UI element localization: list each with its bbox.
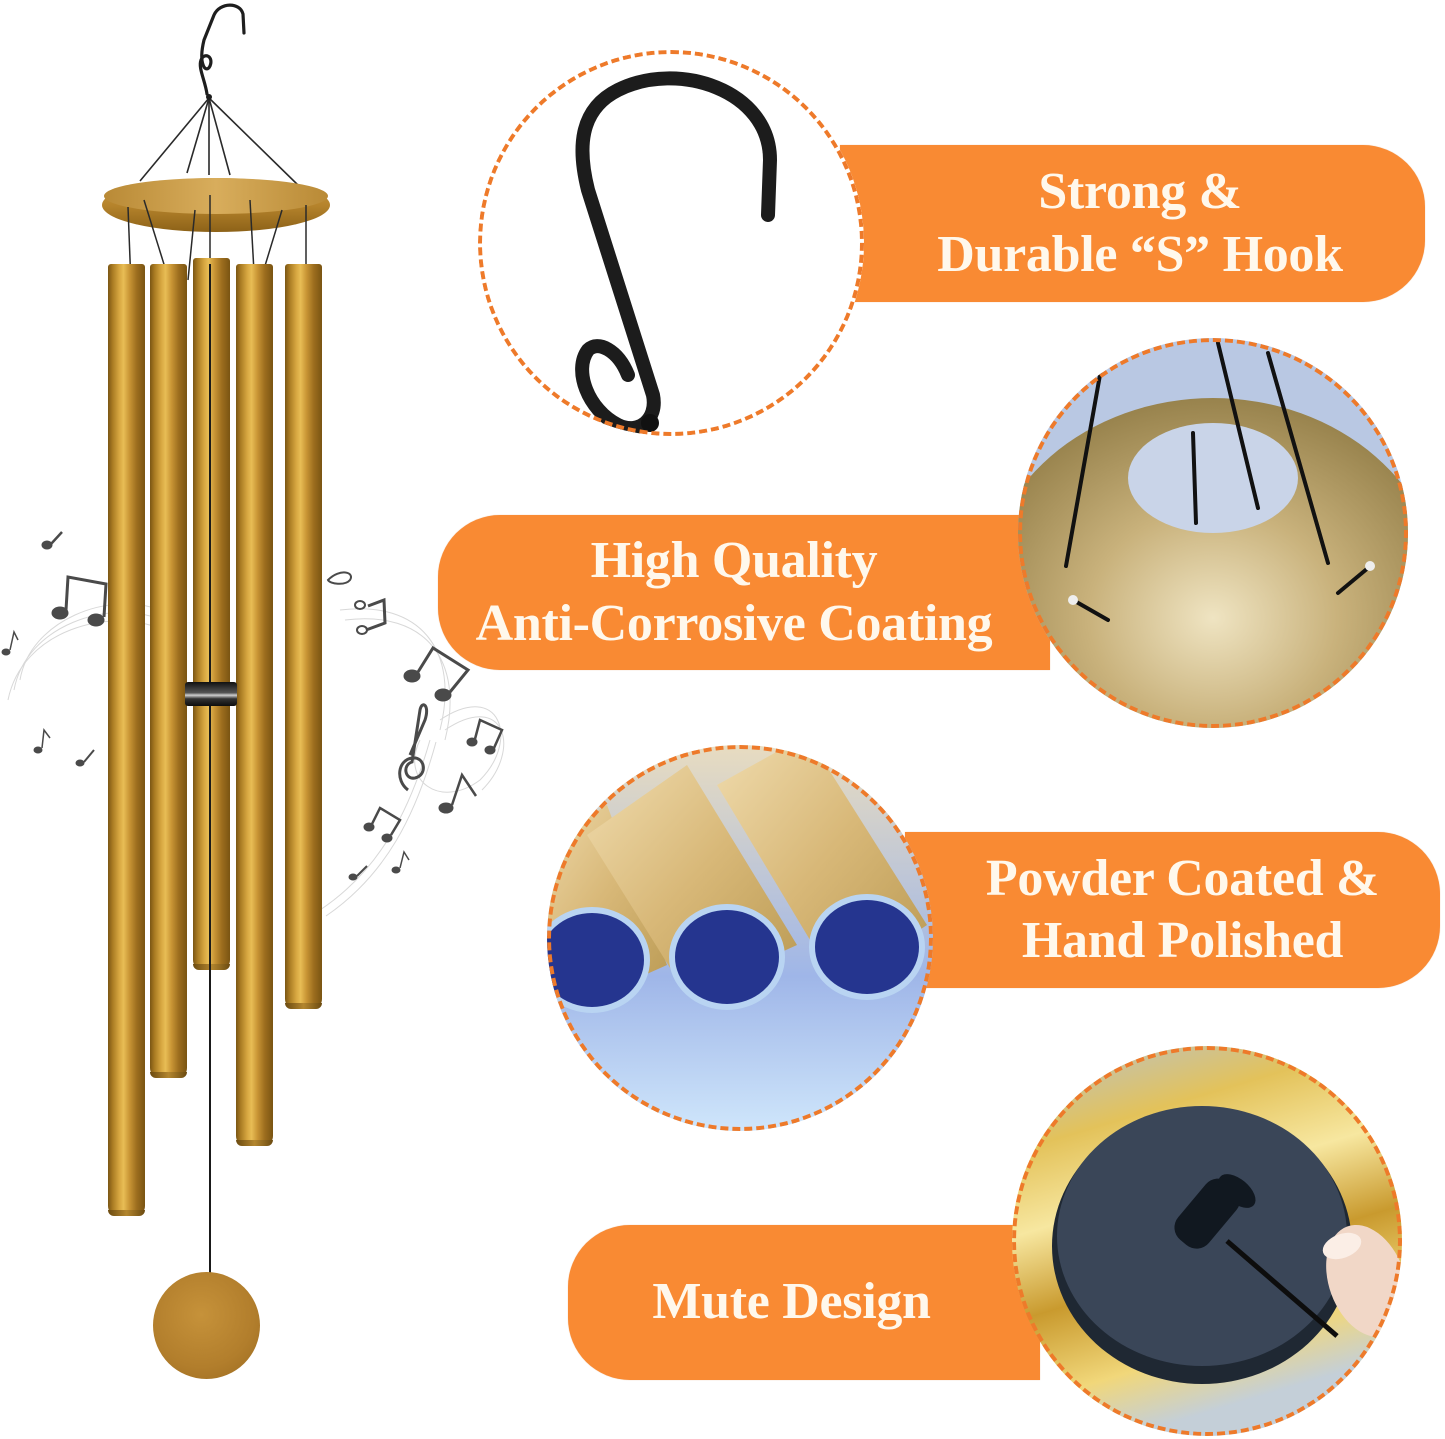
dashed-ring	[547, 745, 933, 1131]
wind-sail-weight	[153, 1272, 260, 1379]
feature-image-s-hook	[478, 50, 864, 436]
feature-title-line-2: Durable “S” Hook	[937, 225, 1343, 283]
dashed-ring	[478, 50, 864, 436]
feature-image-mute-cap	[1012, 1046, 1402, 1436]
feature-image-tubes	[547, 745, 933, 1131]
center-cord	[209, 264, 211, 1276]
feature-title-line-1: Strong &	[1038, 163, 1242, 221]
feature-pill-s-hook: Strong & Durable “S” Hook	[840, 145, 1425, 302]
feature-title-line-1: Mute Design	[652, 1273, 931, 1331]
chime-tube-4	[236, 264, 273, 1146]
chime-tube-3	[193, 258, 230, 970]
s-hook-icon	[198, 3, 246, 96]
feature-title-line-2: Anti-Corrosive Coating	[475, 594, 993, 652]
feature-pill-coating: High Quality Anti-Corrosive Coating	[438, 515, 1050, 670]
dashed-ring	[1018, 338, 1408, 728]
striker	[185, 682, 237, 706]
chime-tube-1	[108, 264, 145, 1216]
feature-title-line-1: High Quality	[590, 532, 878, 590]
music-notes-decoration	[1, 531, 505, 917]
wind-chime-illustration	[0, 0, 520, 1439]
feature-title-line-1: Powder Coated &	[985, 849, 1380, 907]
chime-tube-5	[285, 264, 322, 1009]
feature-pill-powder-coated: Powder Coated & Hand Polished	[905, 832, 1440, 988]
feature-pill-mute: Mute Design	[568, 1225, 1040, 1380]
feature-title-line-2: Hand Polished	[1021, 912, 1344, 969]
chime-tube-2	[150, 264, 187, 1078]
dashed-ring	[1012, 1046, 1402, 1436]
feature-image-top-disc	[1018, 338, 1408, 728]
